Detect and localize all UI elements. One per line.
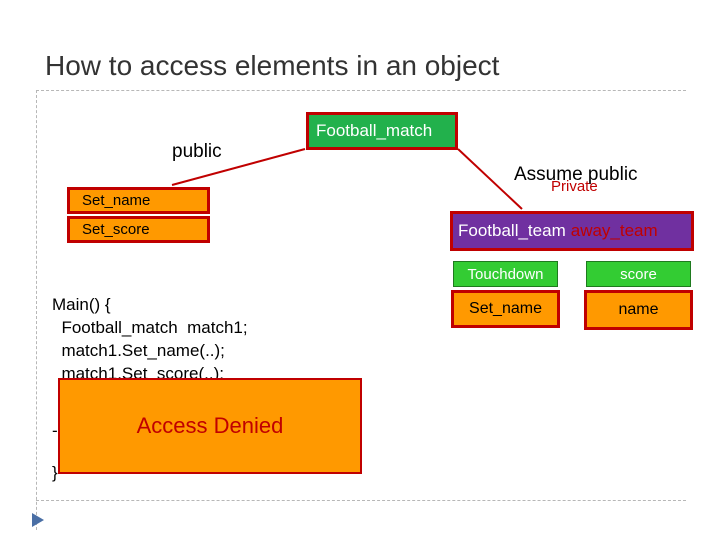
code-line: match1.Set_name(..); (52, 341, 225, 360)
code-line: Main() { (52, 295, 111, 314)
team-type-label: Football_team (458, 221, 566, 240)
score-label: score (620, 265, 657, 283)
code-closing-brace: } (52, 463, 58, 482)
set-name-member-box: Set_name (67, 187, 210, 214)
title-divider (36, 90, 686, 91)
slide-title: How to access elements in an object (45, 50, 500, 81)
set-score-member-label: Set_score (82, 221, 150, 238)
touchdown-label: Touchdown (467, 265, 544, 283)
name-label: name (618, 301, 659, 318)
footer-divider (36, 500, 686, 501)
football-match-box: Football_match (306, 112, 458, 150)
private-label: Private (551, 178, 598, 195)
line-to-team-box (457, 148, 523, 210)
code-partial-line: - (52, 421, 58, 440)
football-match-label: Football_match (316, 121, 433, 140)
score-cell: score (586, 261, 691, 287)
set-name-member-label: Set_name (82, 192, 151, 209)
team-set-name-cell: Set_name (451, 290, 560, 328)
assume-public-label: Assume public (514, 164, 638, 185)
football-team-box: Football_team away_team (450, 211, 694, 251)
team-set-name-label: Set_name (469, 300, 542, 317)
access-denied-overlay: Access Denied (58, 378, 362, 474)
code-snippet: Main() { Football_match match1; match1.S… (52, 293, 248, 385)
team-var-label: away_team (570, 221, 658, 240)
touchdown-cell: Touchdown (453, 261, 558, 287)
set-score-member-box: Set_score (67, 216, 210, 243)
left-margin-rule (36, 90, 37, 530)
access-denied-text: Access Denied (136, 413, 284, 438)
line-to-public-members (171, 148, 306, 186)
bullet-arrow-icon (32, 513, 44, 527)
code-line: Football_match match1; (52, 318, 248, 337)
name-cell: name (584, 290, 693, 330)
public-label: public (172, 141, 222, 162)
